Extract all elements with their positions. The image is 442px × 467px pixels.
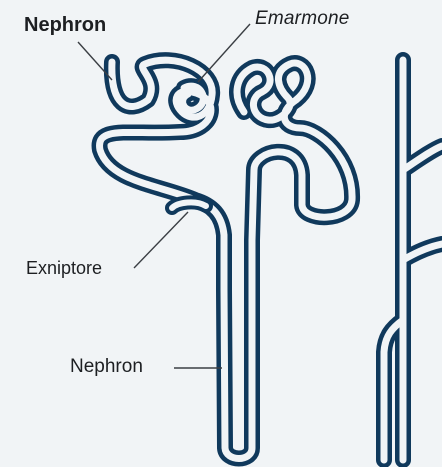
leader-line-exniptore xyxy=(134,212,188,268)
label-exniptore: Exniptore xyxy=(26,258,102,279)
label-nephron-top: Nephron xyxy=(24,14,106,37)
bowmans-capsule xyxy=(172,202,206,208)
nephron-tubule xyxy=(100,60,442,460)
label-emarmone: Emarmone xyxy=(255,8,350,30)
label-nephron-bottom: Nephron xyxy=(70,356,143,378)
